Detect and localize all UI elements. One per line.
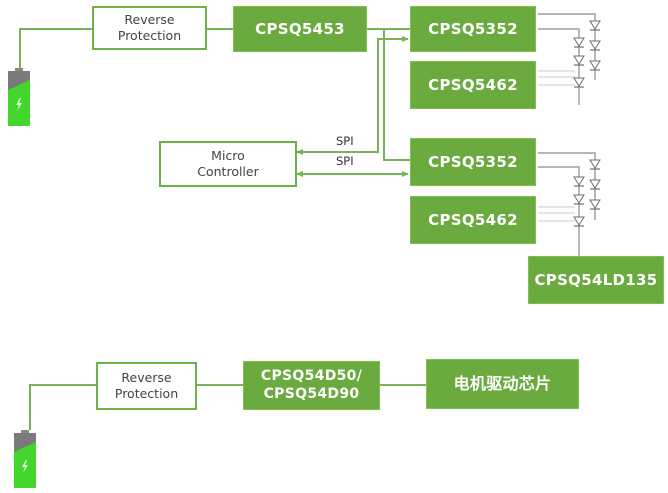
reverse-protection-box-bottom: Reverse Protection	[96, 362, 197, 410]
led-strings-top	[538, 13, 596, 105]
led-diodes	[573, 20, 601, 227]
reverse-protection-line1-bottom: Reverse	[121, 370, 172, 386]
power-chip-cpsq5453: CPSQ5453	[233, 6, 367, 52]
led-diode-icon	[589, 179, 601, 190]
micro-controller-box: Micro Controller	[159, 141, 297, 187]
led-diode-icon	[573, 216, 585, 227]
led-strings-bottom	[538, 152, 596, 258]
led-companion-chip-1: CPSQ5462	[410, 61, 536, 109]
micro-controller-line2: Controller	[197, 164, 259, 179]
led-string-chip-cpsq54ld135: CPSQ54LD135	[528, 256, 664, 304]
reverse-protection-box: Reverse Protection	[92, 6, 207, 50]
wire-5453-to-5352-bottom	[383, 29, 410, 161]
led-companion-chip-2: CPSQ5462	[410, 196, 536, 244]
reverse-protection-line2: Protection	[117, 28, 182, 43]
spi-label-1: SPI	[336, 134, 354, 148]
reverse-protection-line1: Reverse	[124, 12, 175, 28]
micro-controller-line1: Micro	[211, 148, 245, 164]
led-diode-icon	[573, 77, 585, 88]
led-driver-chip-1: CPSQ5352	[410, 6, 536, 52]
led-diode-icon	[589, 159, 601, 170]
battery-charging-icon-bottom	[14, 430, 36, 488]
led-diode-icon	[589, 60, 601, 71]
spi-label-2: SPI	[336, 154, 354, 168]
motor-driver-chip: 电机驱动芯片	[426, 359, 579, 409]
battery-charging-icon	[8, 68, 30, 126]
led-diode-icon	[573, 194, 585, 205]
led-diode-icon	[589, 20, 601, 31]
wire-battery-to-protection-bottom	[29, 384, 96, 430]
led-diode-icon	[573, 37, 585, 48]
spi-line-1	[296, 36, 409, 155]
power-chip-line2: CPSQ54D90	[263, 385, 360, 402]
led-diode-icon	[573, 55, 585, 66]
reverse-protection-line2-bottom: Protection	[114, 386, 179, 401]
led-driver-chip-2: CPSQ5352	[410, 138, 536, 186]
led-diode-icon	[589, 40, 601, 51]
power-chip-line1: CPSQ54D50/	[260, 368, 363, 384]
led-diode-icon	[573, 176, 585, 187]
power-chip-cpsq54d50-d90: CPSQ54D50/ CPSQ54D90	[243, 361, 380, 410]
led-diode-icon	[589, 199, 601, 210]
wire-battery-to-protection	[19, 28, 92, 68]
